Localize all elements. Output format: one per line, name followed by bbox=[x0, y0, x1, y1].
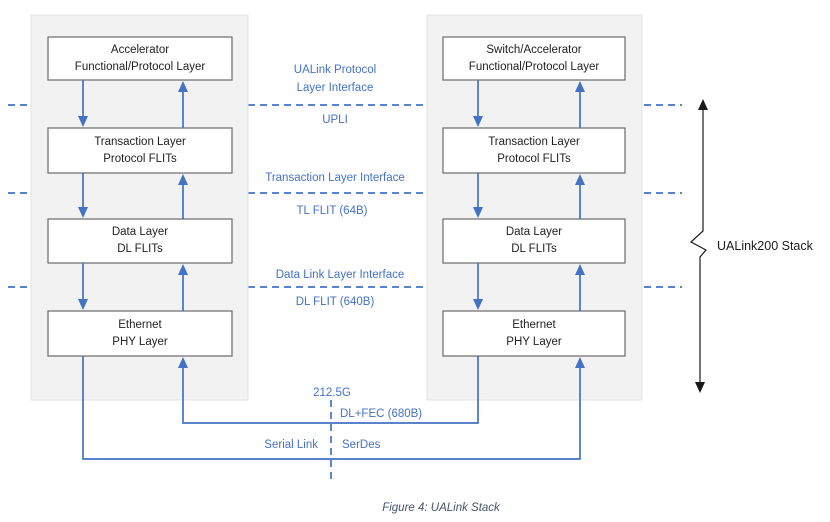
left-protocol-layer-label: Accelerator Functional/Protocol Layer bbox=[48, 37, 232, 80]
box-label-line: Transaction Layer bbox=[488, 135, 580, 148]
ualink200-stack-label: UALink200 Stack bbox=[717, 239, 813, 253]
box-label-line: Functional/Protocol Layer bbox=[468, 60, 600, 73]
left-data-layer-box bbox=[47, 218, 233, 264]
box-label-line: Switch/Accelerator bbox=[486, 43, 582, 56]
protocol-interface-unit: UPLI bbox=[322, 114, 348, 126]
box-label-line: Ethernet bbox=[118, 318, 162, 331]
serdes-speed-label: 212.5G bbox=[313, 387, 351, 399]
left-stack-arrows bbox=[78, 80, 188, 311]
box-label-line: Accelerator bbox=[110, 43, 170, 56]
box-label-line: PHY Layer bbox=[112, 335, 168, 348]
stack-extent-double-arrow bbox=[689, 99, 708, 393]
box-label-line: Protocol FLITs bbox=[497, 152, 571, 165]
datalink-interface-name: Data Link Layer Interface bbox=[275, 269, 405, 281]
right-data-layer-label: Data Layer DL FLITs bbox=[443, 219, 625, 263]
left-transaction-layer-label: Transaction Layer Protocol FLITs bbox=[48, 128, 232, 173]
box-label-line: Ethernet bbox=[512, 318, 556, 331]
right-data-layer-box bbox=[442, 218, 626, 264]
right-transaction-layer-label: Transaction Layer Protocol FLITs bbox=[443, 128, 625, 173]
left-phy-layer-box bbox=[47, 310, 233, 357]
box-label-line: Functional/Protocol Layer bbox=[74, 60, 206, 73]
left-protocol-layer-box bbox=[47, 36, 233, 81]
right-protocol-layer-box bbox=[442, 36, 626, 81]
serial-link-label: Serial Link bbox=[264, 439, 318, 451]
box-label-line: Data Layer bbox=[111, 226, 169, 239]
left-data-layer-label: Data Layer DL FLITs bbox=[48, 219, 232, 263]
box-label-line: DL FLITs bbox=[117, 243, 163, 255]
right-phy-layer-box bbox=[442, 310, 626, 357]
box-label-line: DL FLITs bbox=[511, 243, 557, 255]
right-phy-layer-label: Ethernet PHY Layer bbox=[443, 311, 625, 356]
figure-caption: Figure 4: UALink Stack bbox=[382, 502, 500, 514]
left-transaction-layer-box bbox=[47, 127, 233, 174]
serdes-label: SerDes bbox=[342, 439, 381, 451]
phy-link-routes bbox=[82, 356, 585, 460]
datalink-interface-unit: DL FLIT (640B) bbox=[295, 296, 375, 308]
serial-link-route-arrow bbox=[82, 356, 585, 460]
protocol-interface-name-line1: UALink Protocol bbox=[293, 64, 377, 76]
transaction-interface-unit: TL FLIT (64B) bbox=[296, 205, 368, 217]
right-stack-arrows bbox=[473, 80, 585, 311]
right-transaction-layer-box bbox=[442, 127, 626, 174]
box-label-line: PHY Layer bbox=[506, 335, 562, 348]
box-label-line: Data Layer bbox=[505, 226, 563, 239]
right-stack-boxes bbox=[442, 36, 626, 357]
box-label-line: Transaction Layer bbox=[94, 135, 186, 148]
right-protocol-layer-label: Switch/Accelerator Functional/Protocol L… bbox=[443, 37, 625, 80]
dlfec-route-arrow bbox=[178, 356, 479, 424]
left-stack-boxes bbox=[47, 36, 233, 357]
protocol-interface-name-line2: Layer Interface bbox=[296, 82, 374, 94]
left-phy-layer-label: Ethernet PHY Layer bbox=[48, 311, 232, 356]
transaction-interface-name: Transaction Layer Interface bbox=[265, 172, 405, 184]
dlfec-label: DL+FEC (680B) bbox=[340, 408, 423, 420]
box-label-line: Protocol FLITs bbox=[103, 152, 177, 165]
